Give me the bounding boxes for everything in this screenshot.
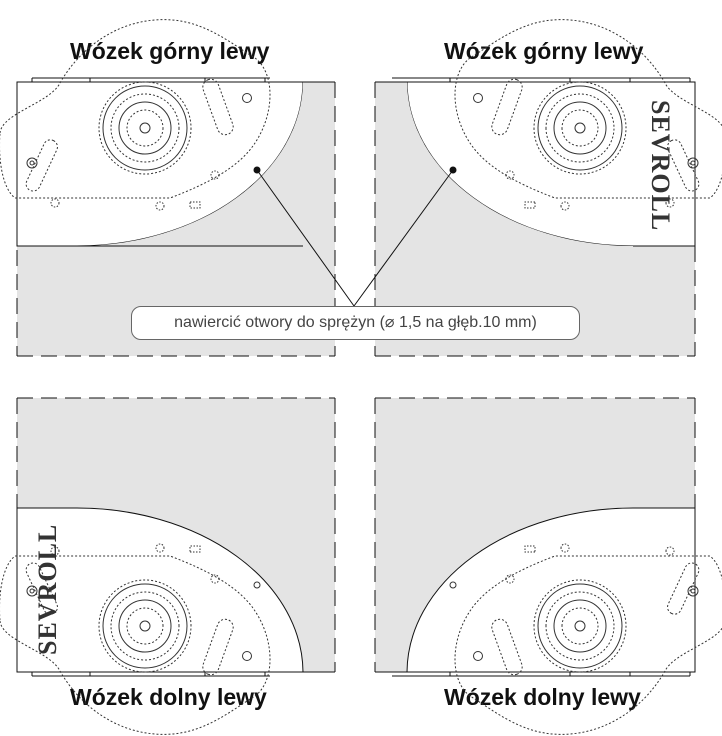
panel-bottom-left: SEVROLL [0,397,336,735]
drill-note-callout: nawiercić otwory do sprężyn (⌀ 1,5 na gł… [131,306,580,340]
title-top-right: Wózek górny lewy [444,38,644,64]
sevroll-logo: SEVROLL [33,524,62,655]
title-bottom-left: Wózek dolny lewy [70,684,267,710]
panel-top-left [0,19,336,357]
sevroll-logo: SEVROLL [646,100,675,231]
leader-line-right [353,169,454,307]
title-top-left: Wózek górny lewy [70,38,270,64]
panel-bottom-right [374,397,722,735]
panel-top-right: SEVROLL [374,19,722,357]
title-bottom-right: Wózek dolny lewy [444,684,641,710]
leader-line-left [256,169,355,307]
